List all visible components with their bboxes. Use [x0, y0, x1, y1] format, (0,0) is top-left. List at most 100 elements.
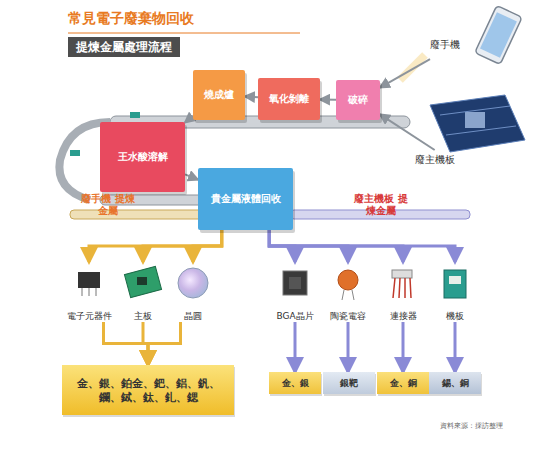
title-rule [68, 33, 300, 34]
flow-arrow [143, 230, 222, 262]
phone-screen [480, 12, 517, 58]
board [430, 95, 525, 152]
flow-arrow [320, 98, 336, 100]
capacitor-disc [338, 270, 358, 290]
node-text: 錫、銅 [442, 378, 469, 389]
item-node: 連接器 [378, 262, 428, 322]
item-node: 電子元器件 [60, 262, 118, 322]
metal-bar: 銀靶 [323, 372, 375, 394]
node-text: 連接器 [390, 311, 417, 322]
title-text: 常見電子廢棄物回收 [68, 10, 194, 28]
motherboard-node: 廢主機板 [415, 150, 485, 170]
item-node: 晶圓 [168, 262, 218, 322]
flow-arrow [104, 322, 149, 365]
board-chip [137, 277, 147, 285]
lower-conveyor [70, 112, 470, 219]
node-text: 機板 [446, 311, 464, 322]
phone-node: 廢手機 [430, 30, 480, 60]
green-board [124, 266, 161, 297]
process-box: 破碎 [336, 80, 380, 120]
trace [446, 126, 516, 135]
flow-arrow [347, 322, 350, 372]
node-text: 主板 [134, 311, 152, 322]
node-text: 氧化剝離 [269, 93, 309, 105]
phone-body [475, 6, 522, 65]
subtitle-bar: 提煉金屬處理流程 [68, 37, 180, 57]
item-node: 陶瓷電容 [322, 262, 374, 322]
flow-arrow [269, 230, 403, 262]
node-text: 銀靶 [340, 378, 358, 389]
flow-arrow [402, 322, 405, 372]
flow-arrow [380, 114, 435, 150]
motherboard-icon [430, 95, 525, 152]
board-icon [124, 266, 161, 297]
component-icon [78, 272, 100, 296]
gold-conveyor [70, 210, 210, 219]
node-text: 廢主機板 [415, 153, 455, 167]
flow-arrow [148, 322, 181, 365]
pin [82, 288, 83, 296]
flow-arrow [193, 230, 222, 262]
item-node: 機板 [430, 262, 480, 322]
lead [352, 290, 354, 300]
flow-arrow [185, 116, 193, 122]
flow-arrow [294, 322, 297, 372]
bga-core [289, 277, 301, 289]
node-text: 燒成爐 [204, 89, 234, 101]
metal-bar: 金、銀 [269, 372, 321, 394]
cpu [465, 112, 485, 128]
node-text: 金、銅 [390, 378, 417, 389]
wires [393, 278, 411, 298]
flow-arrow [89, 230, 222, 262]
item-node: BGA晶片 [270, 262, 320, 322]
pcb-chip [449, 276, 461, 284]
metal-bar: 金、銀、鉑金、鈀、鋁、釩、鑭、鋱、鈦、釓、鍶 [62, 365, 234, 415]
bga-chip [283, 271, 307, 295]
node-text: 陶瓷電容 [330, 311, 366, 322]
node-text: 貴金屬液體回收 [211, 193, 281, 205]
process-box: 氧化剝離 [258, 78, 320, 120]
flow-arrow [454, 322, 457, 372]
pcb-icon [444, 270, 466, 298]
node-text: 晶圓 [184, 311, 202, 322]
metal-bar: 錫、銅 [429, 372, 481, 394]
chip-piece [130, 112, 140, 118]
metal-bar: 金、銅 [377, 372, 429, 394]
flow-arrow [269, 230, 295, 262]
lead [342, 290, 344, 300]
flow-arrow [269, 230, 348, 262]
bga-icon [283, 271, 307, 295]
process-box: 王水酸溶解 [100, 122, 185, 192]
node-text: 王水酸溶解 [118, 151, 168, 163]
flow-arrow [143, 322, 148, 365]
pin [96, 288, 97, 296]
process-box: 貴金屬液體回收 [198, 168, 293, 230]
branch-label: 廢主機板 提煉金屬 [350, 193, 412, 217]
connector-icon [392, 270, 412, 298]
chip-piece [70, 150, 80, 156]
pin [89, 288, 90, 296]
flow-arrow [245, 95, 258, 98]
node-text: 金、銀、鉑金、鈀、鋁、釩、鑭、鋱、鈦、釓、鍶 [72, 376, 224, 404]
chip [78, 272, 100, 288]
feed-chute [400, 55, 425, 80]
capacitor-icon [338, 270, 358, 300]
process-box: 燒成爐 [193, 70, 245, 120]
node-text: 廢手機 [430, 38, 460, 52]
node-text: 金、銀 [282, 378, 309, 389]
pcb [444, 270, 466, 298]
wafer [178, 268, 208, 298]
flow-arrow [380, 59, 430, 87]
connector-head [392, 270, 412, 278]
item-node: 主板 [118, 262, 168, 322]
node-text: 電子元器件 [67, 311, 112, 322]
branch-label: 廢手機 提煉金屬 [80, 193, 136, 217]
flow-arrow [269, 230, 455, 262]
trace [440, 106, 510, 115]
node-text: 破碎 [348, 94, 368, 106]
phone-icon [475, 6, 522, 65]
flow-arrow [185, 174, 198, 179]
node-text: BGA晶片 [276, 311, 313, 322]
source-note: 資料來源：採訪整理 [440, 420, 503, 432]
